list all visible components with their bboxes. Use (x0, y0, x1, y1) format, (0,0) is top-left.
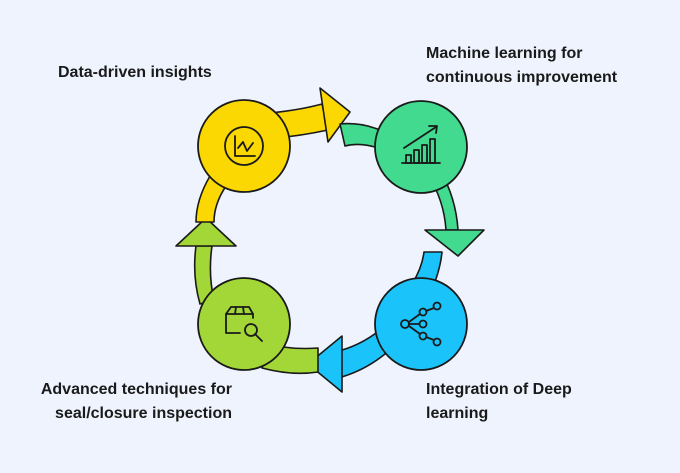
label-deep-learning: Integration of Deep learning (426, 378, 572, 426)
box-search-icon (225, 306, 263, 342)
label-seal-inspection: Advanced techniques for seal/closure ins… (20, 378, 232, 426)
line-chart-icon (224, 126, 264, 166)
label-line: learning (426, 405, 489, 422)
stage-machine-learning (374, 100, 468, 194)
stage-data-driven-insights (197, 99, 291, 193)
label-line: continuous improvement (426, 69, 618, 86)
label-machine-learning: Machine learning for continuous improvem… (426, 42, 617, 90)
label-line: Data-driven insights (58, 64, 212, 81)
label-data-driven-insights: Data-driven insights (58, 61, 212, 85)
stage-seal-inspection (197, 277, 291, 371)
stage-deep-learning (374, 277, 468, 371)
network-nodes-icon (400, 301, 442, 347)
label-line: seal/closure inspection (55, 405, 232, 422)
arrow-inspection-to-data (175, 175, 237, 305)
label-line: Advanced techniques for (40, 381, 232, 398)
label-line: Integration of Deep (426, 381, 572, 398)
label-line: Machine learning for (426, 45, 583, 62)
growth-bar-chart-icon (401, 125, 441, 164)
